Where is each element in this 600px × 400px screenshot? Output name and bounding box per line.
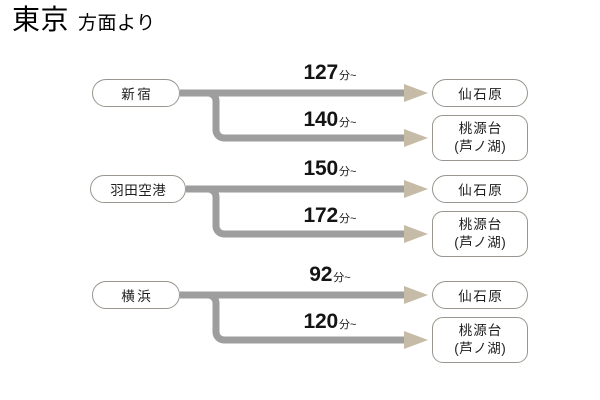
destination-node-3a[interactable]: 仙石原 [432,281,528,309]
duration-value-1b: 140 [303,108,339,131]
arrowhead-icon-1a [404,84,428,102]
page-title: 東京 方面より [12,6,156,34]
arrowhead-icon-2b [404,225,428,243]
destination-label-3b-line1: 桃源台 [458,322,503,338]
arrowhead-icon-3b [404,331,428,349]
page-title-main: 東京 [12,4,70,35]
page-title-sub: 方面より [78,13,156,34]
duration-label-3b: 120 分~ [304,311,357,332]
origin-node-haneda-airport[interactable]: 羽田空港 [90,175,186,203]
destination-node-1b[interactable]: 桃源台 (芦ノ湖) [432,115,528,161]
destination-node-3b[interactable]: 桃源台 (芦ノ湖) [432,317,528,363]
arrowhead-icon-1b [404,129,428,147]
origin-node-shinjuku[interactable]: 新宿 [92,79,180,107]
origin-node-yokohama[interactable]: 横浜 [92,281,180,309]
destination-label-1b-line1: 桃源台 [458,120,503,136]
duration-unit-2b: 分~ [339,213,357,225]
destination-label-2a: 仙石原 [458,183,504,198]
arrowhead-icon-2a [404,180,428,198]
destination-node-1a[interactable]: 仙石原 [432,79,528,107]
duration-label-2a: 150 分~ [304,158,357,179]
destination-node-2a[interactable]: 仙石原 [432,175,528,203]
duration-unit-1b: 分~ [339,117,357,129]
arrowhead-icon-3a [404,286,428,304]
destination-label-3a: 仙石原 [458,289,504,304]
duration-label-1b: 140 分~ [304,109,357,130]
duration-unit-3b: 分~ [339,319,357,331]
duration-unit-2a: 分~ [339,166,357,178]
duration-value-1a: 127 [303,61,339,84]
duration-value-2b: 172 [303,204,339,227]
duration-unit-1a: 分~ [339,70,357,82]
duration-unit-3a: 分~ [333,272,351,284]
duration-value-3b: 120 [303,310,339,333]
duration-value-3a: 92 [309,263,333,286]
wire-haneda-to-togendai [186,185,404,238]
destination-label-2b-line1: 桃源台 [458,216,503,232]
destination-label-3b-line2: (芦ノ湖) [454,341,507,356]
duration-label-1a: 127 分~ [304,62,357,83]
origin-label-1: 新宿 [121,87,154,102]
duration-label-2b: 172 分~ [304,205,357,226]
destination-label-1b-line2: (芦ノ湖) [454,139,507,154]
duration-label-3a: 92 分~ [309,264,350,285]
origin-label-3: 横浜 [121,289,154,304]
wire-yokohama-to-togendai [180,291,404,344]
duration-value-2a: 150 [303,157,339,180]
destination-label-2b-line2: (芦ノ湖) [454,235,507,250]
wire-shinjuku-to-togendai [180,89,404,142]
origin-label-2: 羽田空港 [110,183,167,198]
destination-node-2b[interactable]: 桃源台 (芦ノ湖) [432,211,528,257]
destination-label-1a: 仙石原 [458,87,504,102]
